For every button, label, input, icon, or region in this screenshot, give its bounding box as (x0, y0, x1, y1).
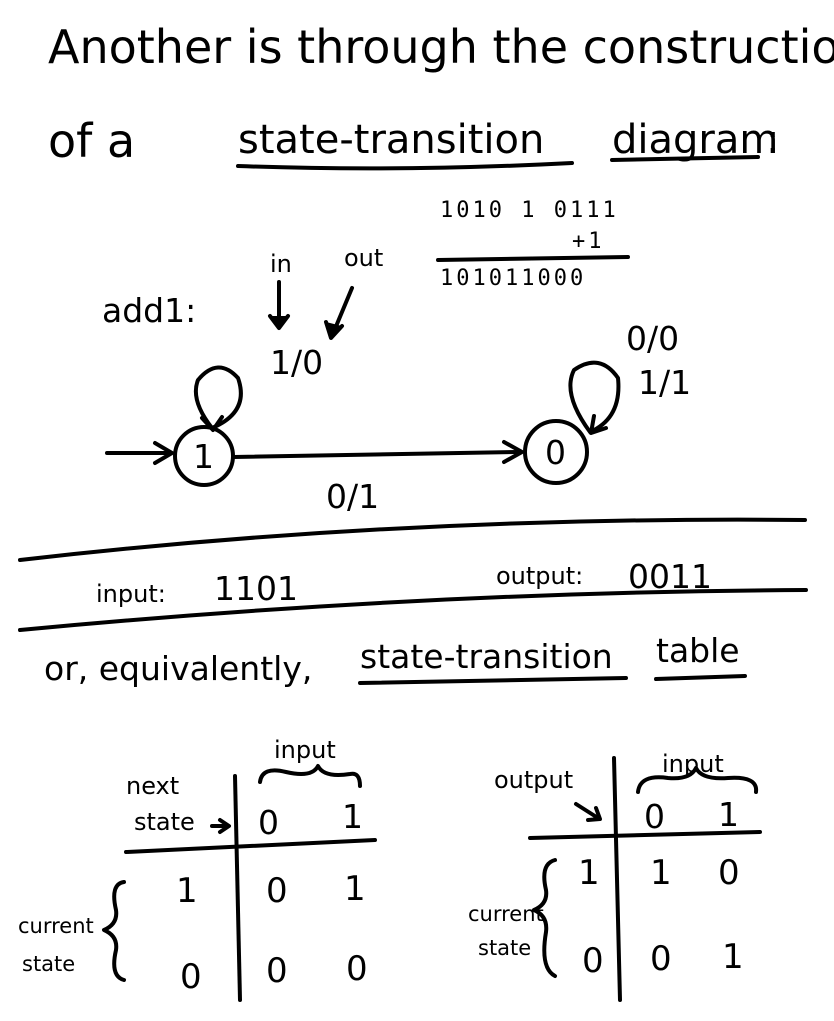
output-table-hline (528, 830, 762, 840)
underline-diagram (610, 155, 760, 162)
addition-row-2: +1 (572, 229, 605, 254)
heading-line-1: Another is through the construction (48, 20, 834, 74)
transition-arrow (232, 450, 520, 459)
in-label: in (270, 250, 292, 278)
next-table-cell: 0 (346, 949, 368, 989)
addition-row-3: 101011000 (440, 266, 587, 291)
loop-label-state-0-a: 0/0 (626, 319, 680, 358)
equivalent-term-table: table (656, 631, 740, 670)
output-table-col-0: 0 (644, 797, 665, 836)
output-table-row-state: 0 (582, 941, 604, 981)
output-table-row-group-line-2: state (478, 936, 532, 960)
out-arrowhead (324, 320, 344, 340)
output-corner-arrowhead (586, 806, 602, 822)
output-table-cell: 1 (650, 853, 672, 893)
heading-term-diagram: diagram (612, 117, 779, 163)
loop-state-1-arrowhead (200, 415, 224, 432)
next-table-hline (124, 838, 377, 854)
next-input-brace (258, 764, 362, 788)
next-table-row-group-line-2: state (22, 952, 76, 976)
output-input-brace (636, 766, 759, 794)
output-table-vline (612, 756, 622, 1002)
loop-state-1 (193, 365, 243, 430)
state-1-label: 1 (193, 437, 214, 476)
loop-state-0 (568, 360, 621, 434)
output-table-cell: 0 (718, 853, 740, 893)
start-arrowhead (153, 441, 174, 465)
in-arrowhead (268, 314, 290, 330)
output-value: 0011 (628, 557, 712, 596)
equivalent-term-state-transition: state-transition (360, 637, 613, 676)
equivalent-prefix: or, equivalently, (44, 649, 313, 688)
output-table-cell: 0 (650, 939, 672, 979)
addition-rule-line (436, 255, 630, 262)
next-table-row-state: 1 (176, 871, 198, 911)
next-table-input-header: input (274, 736, 336, 764)
divider-bottom (18, 588, 808, 632)
next-table-vline (233, 774, 242, 1002)
output-table-row-group-line-1: current (468, 902, 544, 926)
out-label: out (344, 244, 384, 272)
output-table-input-header: input (662, 750, 724, 778)
addition-row-1: 1010 1 0111 (440, 198, 619, 223)
output-label: output: (496, 562, 584, 590)
next-row-brace (102, 880, 126, 982)
next-table-cell: 1 (344, 869, 366, 909)
next-table-cell: 0 (266, 951, 288, 991)
output-table-row-state: 1 (578, 853, 600, 893)
transition-label: 0/1 (326, 477, 380, 516)
output-table-cell: 1 (722, 937, 744, 977)
next-table-row-group-line-1: current (18, 914, 94, 938)
output-corner-arrow (574, 802, 600, 820)
input-label: input: (96, 580, 166, 608)
state-0-label: 0 (545, 433, 566, 472)
heading-line-2-prefix: of a (48, 114, 136, 168)
heading-colon: : (766, 117, 780, 163)
next-corner-arrowhead (218, 818, 231, 834)
loop-label-state-1: 1/0 (270, 343, 324, 382)
underline-table (654, 674, 747, 681)
loop-label-state-0-b: 1/1 (638, 363, 692, 402)
transition-arrowhead (502, 440, 524, 464)
next-table-col-0: 0 (258, 803, 279, 842)
output-table-col-1: 1 (718, 795, 739, 834)
underline-state-transition (236, 161, 574, 171)
next-table-cell: 0 (266, 871, 288, 911)
heading-term-state-transition: state-transition (238, 117, 545, 163)
machine-label: add1: (102, 291, 197, 330)
output-row-brace (532, 858, 557, 978)
next-table-row-state: 0 (180, 957, 202, 997)
next-table-col-1: 1 (342, 797, 363, 836)
next-table-corner-line-2: state (134, 808, 195, 836)
underline-state-transition-2 (358, 676, 628, 685)
loop-state-0-arrowhead (589, 414, 608, 435)
input-value: 1101 (214, 569, 298, 608)
divider-top (18, 517, 807, 562)
next-table-corner-line-1: next (126, 772, 180, 800)
output-table-corner: output (494, 766, 574, 794)
state-0-circle (523, 419, 589, 485)
